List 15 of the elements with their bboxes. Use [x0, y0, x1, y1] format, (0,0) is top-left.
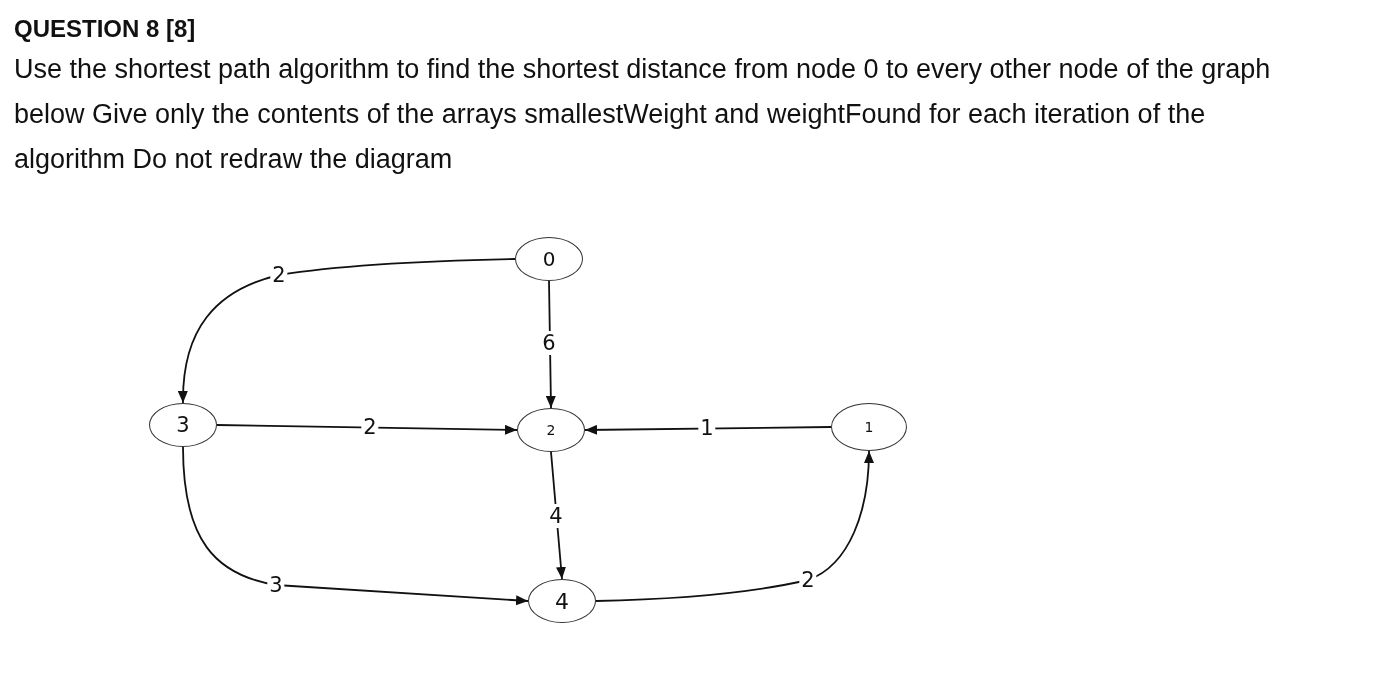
edge-label: 4 [547, 504, 565, 528]
graph-node: 4 [528, 579, 596, 623]
graph-node: 3 [149, 403, 217, 447]
arrow [182, 446, 529, 606]
arrow [178, 258, 516, 404]
arrow [584, 424, 832, 435]
arrow [545, 280, 556, 409]
graph-node: 1 [831, 403, 907, 451]
arrow [595, 450, 874, 602]
graph-node: 0 [515, 237, 583, 281]
question-text: Use the shortest path algorithm to find the shortest distance from node 0 to every other node of the graph below Give only the contents of the arrays smallestWeight and weightFound for each iteration of the algorithm Do not redraw the diagram [14, 53, 1272, 176]
graph-node: 2 [517, 408, 585, 452]
arrow [216, 424, 518, 435]
question-title: QUESTION 8 [8] [14, 14, 196, 44]
edge-label: 6 [540, 331, 558, 355]
